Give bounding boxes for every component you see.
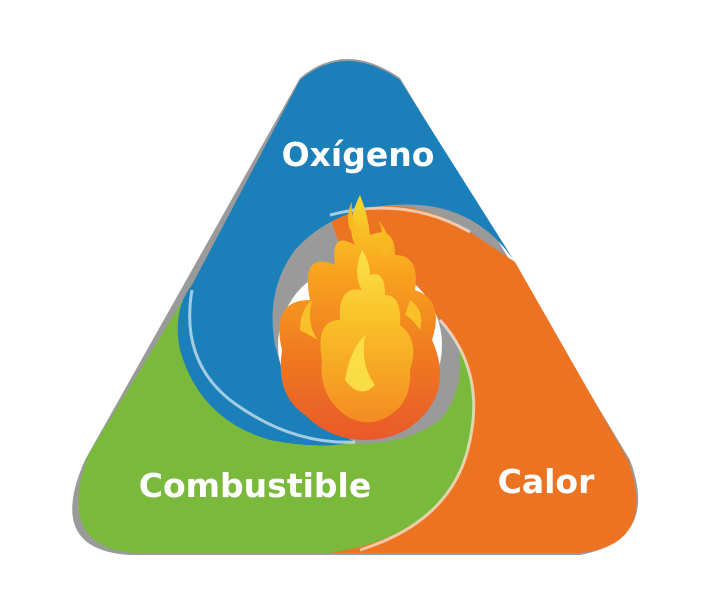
label-oxygen: Oxígeno: [282, 135, 435, 174]
label-heat: Calor: [498, 462, 595, 501]
label-fuel: Combustible: [139, 466, 371, 505]
flame-icon: [279, 195, 441, 440]
segment-heat: [330, 205, 637, 554]
segment-oxygen: [177, 61, 515, 446]
